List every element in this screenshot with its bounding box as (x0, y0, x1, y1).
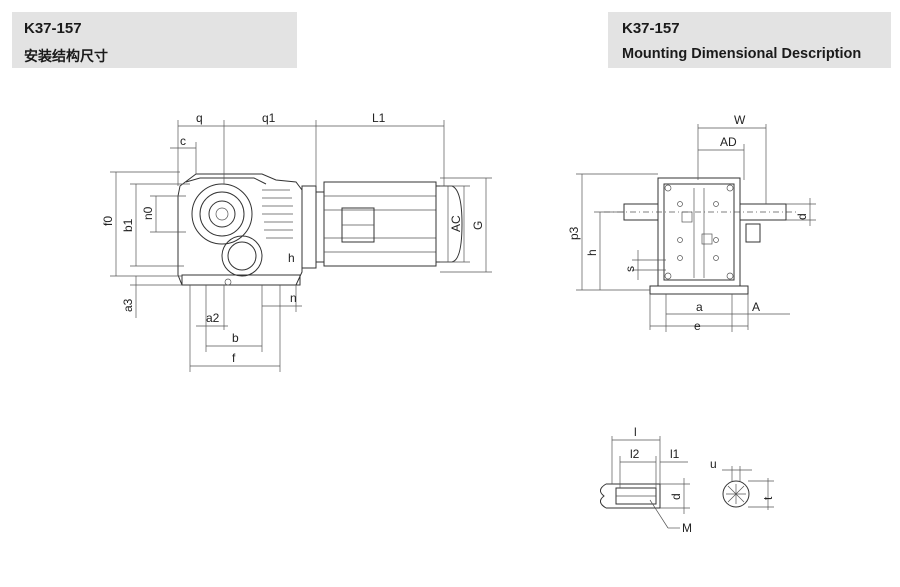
header-right-panel: K37-157 Mounting Dimensional Description (608, 12, 891, 68)
dim-d-shaft-label: d (669, 493, 683, 500)
dim-b-label: b (232, 331, 239, 345)
dim-a2-label: a2 (206, 311, 220, 325)
dim-b1-label: b1 (121, 218, 135, 232)
dim-l2-label: l2 (630, 447, 640, 461)
dim-l1-label: l1 (670, 447, 680, 461)
dim-p3-label: p3 (567, 226, 581, 240)
dim-L1-label: L1 (372, 111, 386, 125)
dim-a3-label: a3 (121, 298, 135, 312)
side-view-drawing: q q1 L1 c f0 b1 n0 a3 AC G h (101, 111, 492, 372)
dim-G-label: G (471, 221, 485, 230)
subtitle-english: Mounting Dimensional Description (622, 46, 862, 62)
header-left-panel: K37-157 安装结构尺寸 (12, 12, 297, 68)
model-title-right: K37-157 (622, 20, 680, 37)
dim-q-label: q (196, 111, 203, 125)
dim-n0-label: n0 (141, 206, 155, 220)
subtitle-chinese: 安装结构尺寸 (24, 48, 108, 64)
dim-n-label: n (290, 291, 297, 305)
dim-t-label: t (761, 496, 775, 500)
dim-AD-label: AD (720, 135, 737, 149)
shaft-detail-drawing: l l2 l1 d M (600, 425, 692, 535)
dim-h-side-label: h (288, 251, 295, 265)
dim-AC-label: AC (449, 215, 463, 232)
dim-q1-label: q1 (262, 111, 276, 125)
dim-u-label: u (710, 457, 717, 471)
dim-f-label: f (232, 351, 236, 365)
dim-f0-label: f0 (101, 216, 115, 226)
dim-l-label: l (634, 425, 637, 439)
model-title-left: K37-157 (24, 20, 82, 37)
dim-W-label: W (734, 113, 746, 127)
dim-e-label: e (694, 319, 701, 333)
dim-c-label: c (180, 134, 186, 148)
dim-A-label: A (752, 300, 760, 314)
dim-M-label: M (682, 521, 692, 535)
dim-h-front-label: h (585, 249, 599, 256)
dim-a-label: a (696, 300, 703, 314)
keyway-detail-drawing: u t (710, 457, 775, 510)
dim-d-front-label: d (795, 213, 809, 220)
front-view-drawing: W AD p3 h s d a A e (567, 113, 816, 333)
dim-s-label: s (623, 266, 637, 272)
